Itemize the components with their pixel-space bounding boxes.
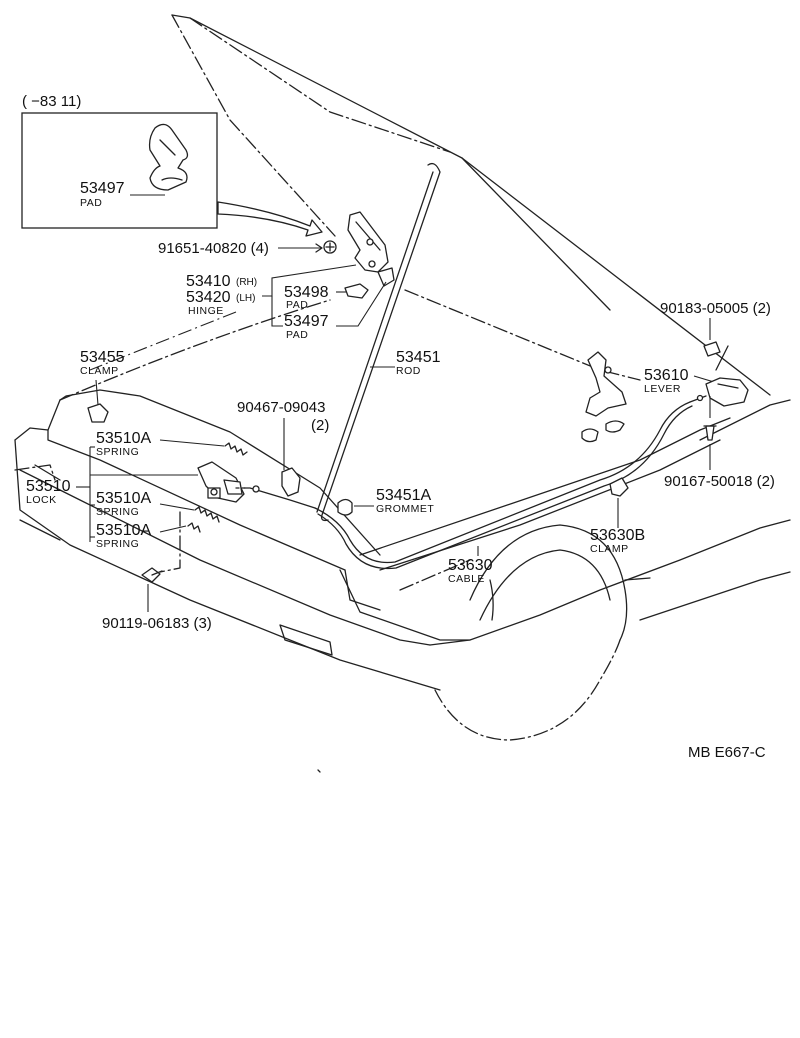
label-53410: 53410 — [186, 273, 231, 290]
diagram-code: MB E667-C — [688, 744, 766, 761]
label-53410-side: (RH) — [236, 277, 257, 288]
support-rod — [316, 162, 441, 522]
inset-box: ( −83 11) 53497 PAD — [21, 93, 218, 229]
hinge-assembly — [347, 211, 395, 287]
label-90467-qty: (2) — [311, 417, 329, 434]
label-53610-name: LEVER — [644, 383, 681, 395]
inset-part-name: PAD — [80, 197, 102, 209]
pad-icon — [148, 123, 189, 191]
label-53630-name: CABLE — [448, 573, 485, 585]
label-53451: 53451 — [396, 349, 441, 366]
label-53630B-name: CLAMP — [590, 543, 629, 555]
label-53497-name: PAD — [286, 329, 308, 341]
label-53497: 53497 — [284, 313, 329, 330]
screw-90167-icon — [703, 425, 717, 441]
label-91651: 91651-40820 (4) — [158, 240, 269, 257]
inset-title: ( −83 11) — [22, 93, 81, 110]
label-53630: 53630 — [448, 557, 493, 574]
label-53451A-name: GROMMET — [376, 503, 434, 515]
label-53510A-2: 53510A — [96, 490, 151, 507]
inset-arrow-icon — [217, 201, 323, 237]
label-53510A-1-name: SPRING — [96, 446, 139, 458]
label-53420-side: (LH) — [236, 293, 255, 304]
label-53610: 53610 — [644, 367, 689, 384]
label-hinge-name: HINGE — [188, 305, 224, 317]
label-90183: 90183-05005 (2) — [660, 300, 771, 317]
release-cable — [314, 401, 693, 570]
lever-icon — [689, 377, 749, 407]
clamp-53630B-icon — [609, 477, 629, 497]
clamp-53455-icon — [87, 403, 109, 423]
label-53510A-3: 53510A — [96, 522, 151, 539]
hinge-bracket-right — [581, 351, 627, 443]
pad-53498-icon — [344, 283, 369, 299]
label-53510A-3-name: SPRING — [96, 538, 139, 550]
label-53498: 53498 — [284, 284, 329, 301]
label-53510A-2-name: SPRING — [96, 506, 139, 518]
label-53630B: 53630B — [590, 527, 645, 544]
car-body — [14, 299, 791, 773]
label-90167: 90167-50018 (2) — [664, 473, 775, 490]
label-53451A: 53451A — [376, 487, 431, 504]
label-53498-name: PAD — [286, 299, 308, 311]
spring-2-icon — [194, 506, 220, 523]
label-53451-name: ROD — [396, 365, 421, 377]
hood-lock-assembly — [197, 461, 245, 503]
label-53510A-1: 53510A — [96, 430, 151, 447]
label-53510: 53510 — [26, 478, 71, 495]
label-53420: 53420 — [186, 289, 231, 306]
label-53455-name: CLAMP — [80, 365, 119, 377]
spring-icon — [224, 442, 248, 456]
label-90467: 90467-09043 — [237, 399, 325, 416]
label-53455: 53455 — [80, 349, 125, 366]
clip-90183-icon — [703, 341, 721, 357]
bolt-90119-icon — [141, 567, 163, 583]
label-90119: 90119-06183 (3) — [102, 615, 212, 632]
spring-3-icon — [187, 522, 201, 533]
inset-part-number: 53497 — [80, 180, 125, 197]
grommet-icon — [337, 498, 353, 516]
rod-holder-icon — [281, 467, 301, 497]
hood-panel — [171, 14, 771, 396]
label-53510-name: LOCK — [26, 494, 57, 506]
